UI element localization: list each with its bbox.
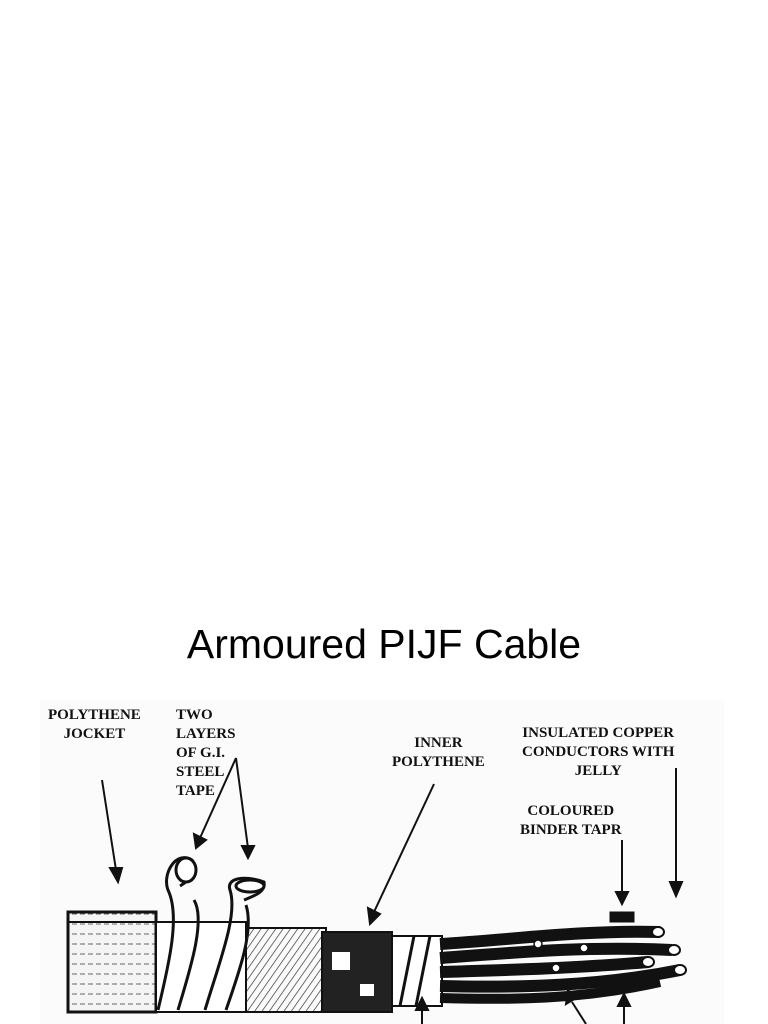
label-inner-polythene: INNER POLYTHENE	[392, 735, 485, 770]
label-binder-tape: COLOURED BINDER TAPR	[520, 803, 622, 838]
slide-title: Armoured PIJF Cable	[186, 621, 582, 667]
cable-illustration	[66, 757, 687, 1024]
outer-jacket	[66, 910, 158, 1014]
label-steel-tape: TWO LAYERS OF G.I. STEEL TAPE	[176, 707, 236, 799]
steel-tape-layers	[155, 856, 266, 1013]
label-insulated-conductors: INSULATED COPPER CONDUCTORS WITH JELLY	[522, 725, 675, 779]
inner-polythene-section	[321, 931, 443, 1013]
cable-diagram: POLYTHENE JOCKET TWO LAYERS OF G.I. STEE…	[40, 700, 724, 1024]
conductor-strands	[439, 911, 687, 1004]
label-polythene-jacket: POLYTHENE JOCKET	[48, 707, 141, 742]
callout-arrows	[101, 757, 684, 1024]
armour-section	[245, 927, 327, 1013]
